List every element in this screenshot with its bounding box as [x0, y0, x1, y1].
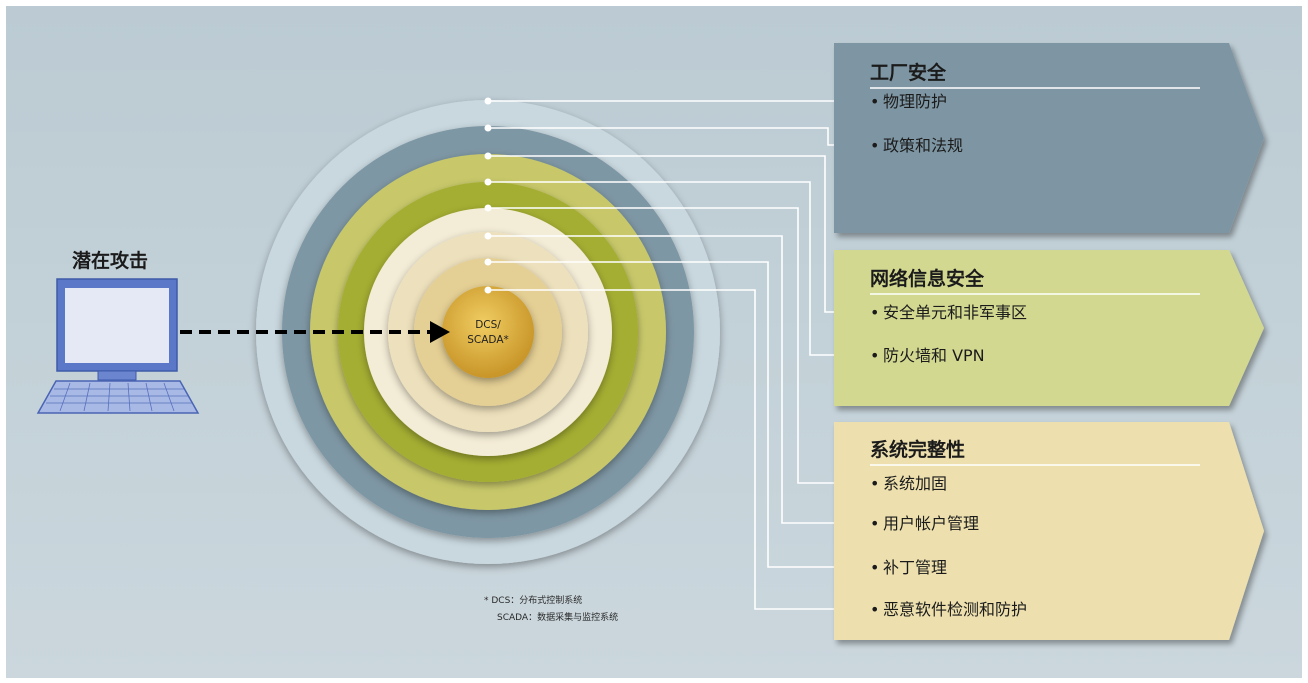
connector-dot — [484, 97, 492, 105]
connector-dot — [484, 258, 492, 266]
connector-malware — [488, 289, 870, 610]
panel-item: 恶意软件检测和防护 — [883, 600, 1027, 619]
panel-plant-security: 工厂安全 • 物理防护 • 政策和法规 — [834, 43, 1264, 233]
svg-text:•: • — [870, 136, 879, 155]
concentric-rings — [256, 100, 720, 564]
footnote-line1: * DCS：分布式控制系统 — [484, 594, 582, 606]
svg-text:•: • — [870, 346, 879, 365]
connector-dot — [484, 286, 492, 294]
connector-accounts — [488, 235, 870, 524]
attack-label: 潜在攻击 — [72, 249, 148, 272]
connector-dot — [484, 232, 492, 240]
panel-network-security: 网络信息安全 • 安全单元和非军事区 • 防火墙和 VPN — [834, 250, 1264, 406]
svg-text:•: • — [870, 474, 879, 493]
svg-text:•: • — [870, 600, 879, 619]
svg-text:•: • — [870, 92, 879, 111]
connector-dot — [484, 178, 492, 186]
connector-dot — [484, 124, 492, 132]
connector-dot — [484, 152, 492, 160]
panel-item: 补丁管理 — [883, 558, 947, 577]
connector-dot — [484, 204, 492, 212]
panel-title: 系统完整性 — [870, 438, 965, 461]
panel-item: 用户帐户管理 — [883, 514, 979, 533]
svg-text:•: • — [870, 514, 879, 533]
core-label-line1: DCS/ — [475, 319, 501, 331]
footnote-line2: SCADA：数据采集与监控系统 — [497, 611, 618, 623]
svg-text:•: • — [870, 558, 879, 577]
panel-item: 物理防护 — [883, 92, 947, 111]
connector-dots — [484, 97, 492, 294]
panel-item: 安全单元和非军事区 — [883, 303, 1027, 322]
panel-item: 政策和法规 — [883, 136, 963, 155]
connector-patch — [488, 261, 870, 568]
computer-icon — [36, 278, 200, 414]
panel-title: 工厂安全 — [870, 61, 947, 84]
panel-item: 防火墙和 VPN — [883, 346, 985, 365]
svg-text:•: • — [870, 303, 879, 322]
panel-system-integrity: 系统完整性 • 系统加固 • 用户帐户管理 • 补丁管理 • 恶意软件检测和防护 — [834, 422, 1264, 640]
dashed-arrow-icon — [180, 321, 450, 343]
core-label-line2: SCADA* — [467, 334, 509, 346]
core-circle — [442, 286, 534, 378]
panel-title: 网络信息安全 — [870, 267, 985, 290]
panel-item: 系统加固 — [883, 474, 947, 493]
